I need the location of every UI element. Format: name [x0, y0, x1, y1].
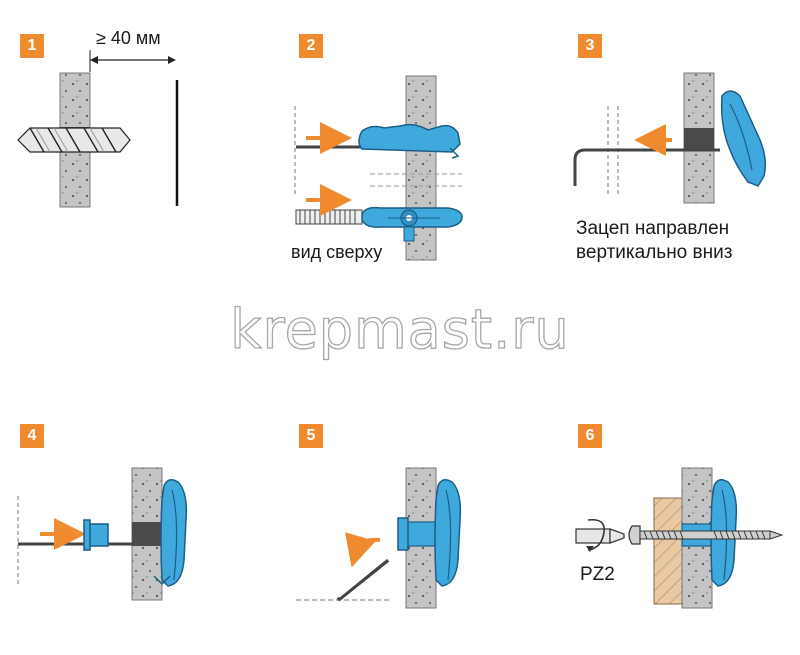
- watermark: krepmast.ru: [230, 297, 570, 361]
- wood-panel: [653, 497, 683, 605]
- anchor-expanded: [160, 479, 188, 587]
- screwdriver-bit: [575, 518, 625, 552]
- drill-bit: [17, 127, 131, 153]
- screw: [628, 525, 784, 545]
- step-4-badge: 4: [20, 424, 44, 448]
- step-2-badge: 2: [299, 34, 323, 58]
- step-2-illustration: [294, 75, 463, 261]
- step-3-illustration: [573, 72, 767, 204]
- bend-arrow: [345, 532, 381, 568]
- min-thickness-label: ≥ 40 мм: [96, 28, 161, 48]
- step-5-badge: 5: [299, 424, 323, 448]
- rotation-arrow: [587, 518, 605, 551]
- collar-sleeve: [83, 519, 109, 551]
- step-6-badge: 6: [578, 424, 602, 448]
- hook-direction-label-line2: вертикально вниз: [576, 242, 733, 263]
- bit-size-label: PZ2: [580, 564, 615, 585]
- step-1-illustration: [17, 50, 179, 208]
- step-4-illustration: [17, 467, 188, 601]
- step-6-illustration: [575, 467, 784, 609]
- strap-top-view: [295, 209, 363, 225]
- step-1-badge: 1: [20, 34, 44, 58]
- anchor-side-view: [358, 123, 461, 153]
- snapped-strap: [336, 558, 390, 602]
- anchor-expanded: [434, 479, 462, 587]
- top-view-label: вид сверху: [291, 242, 383, 262]
- step-3-badge: 3: [578, 34, 602, 58]
- step-5-illustration: [296, 467, 462, 609]
- bent-strap: [573, 148, 720, 186]
- hook-direction-label-line1: Зацеп направлен: [576, 218, 730, 239]
